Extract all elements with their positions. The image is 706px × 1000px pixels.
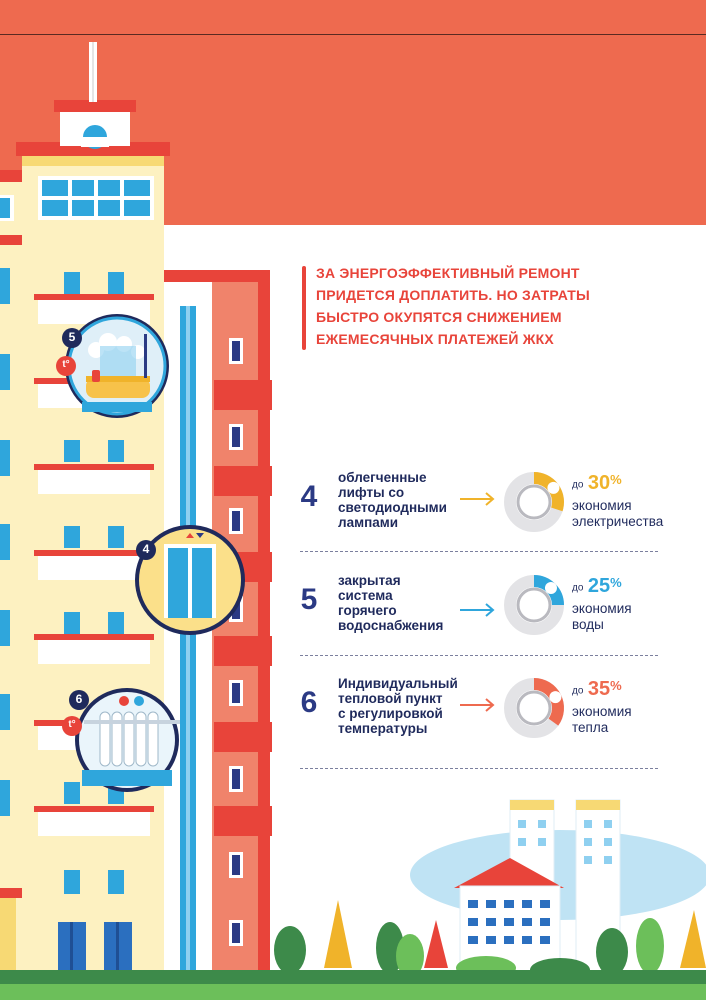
lightning-icon <box>547 481 560 494</box>
description-line: тепловой пункт <box>338 691 443 706</box>
description-line: светодиодными <box>338 500 447 515</box>
headline-line: ЕЖЕМЕСЯЧНЫХ ПЛАТЕЖЕЙ ЖКХ <box>316 331 554 347</box>
description-line: облегченные <box>338 470 427 485</box>
thermometer-icon <box>549 691 562 704</box>
arrow-right-icon <box>460 698 495 712</box>
savings-percent: до 25% <box>572 575 622 598</box>
item-number: 5 <box>300 583 318 616</box>
item-number: 6 <box>300 686 318 719</box>
savings-line: экономия <box>572 498 632 513</box>
description-line: горячего <box>338 603 397 618</box>
savings-line: тепла <box>572 720 609 735</box>
water-drop-icon <box>544 582 557 595</box>
savings-percent: до 30% <box>572 472 622 495</box>
donut-inner-ring <box>516 587 552 623</box>
row-divider <box>300 551 658 552</box>
savings-line: экономия <box>572 704 632 719</box>
description-line: с регулировкой <box>338 706 443 721</box>
row-divider <box>300 655 658 656</box>
percent-value: 35 <box>587 678 611 700</box>
savings-label: экономия воды <box>572 601 702 633</box>
savings-row-heating: 6 Индивидуальный тепловой пункт с регули… <box>296 676 696 766</box>
savings-donut <box>504 575 564 635</box>
headline-accent-bar <box>302 266 306 350</box>
item-description: облегченные лифты со светодиодными лампа… <box>338 470 468 530</box>
badge-elevator-number: 4 <box>142 542 150 556</box>
headline: ЗА ЭНЕРГОЭФФЕКТИВНЫЙ РЕМОНТ ПРИДЕТСЯ ДОП… <box>316 262 646 350</box>
savings-row-hot-water: 5 закрытая система горячего водоснабжени… <box>296 573 696 663</box>
savings-line: воды <box>572 617 604 632</box>
savings-percent: до 35% <box>572 678 622 701</box>
percent-value: 30 <box>587 472 611 494</box>
arrow-right-icon <box>460 492 495 506</box>
donut-inner-ring <box>516 690 552 726</box>
donut-inner-ring <box>516 484 552 520</box>
item-description: закрытая система горячего водоснабжения <box>338 573 468 633</box>
description-line: температуры <box>338 721 428 736</box>
savings-row-elevators: 4 облегченные лифты со светодиодными лам… <box>296 470 696 560</box>
arrow-right-icon <box>460 603 495 617</box>
badge-radiator-temp: t° <box>68 719 76 730</box>
item-description: Индивидуальный тепловой пункт с регулиро… <box>338 676 468 736</box>
badge-bath-number: 5 <box>68 330 76 344</box>
savings-label: экономия электричества <box>572 498 702 530</box>
savings-label: экономия тепла <box>572 704 702 736</box>
savings-line: электричества <box>572 514 664 529</box>
percent-prefix: до <box>572 582 584 594</box>
savings-donut <box>504 678 564 738</box>
badge-bath-temp: t° <box>62 359 70 370</box>
percent-sign: % <box>610 472 622 487</box>
percent-sign: % <box>610 575 622 590</box>
savings-donut <box>504 472 564 532</box>
badge-radiator-number: 6 <box>75 692 83 706</box>
description-line: закрытая <box>338 573 401 588</box>
top-rule <box>0 34 706 35</box>
description-line: лифты со <box>338 485 405 500</box>
headline-line: БЫСТРО ОКУПЯТСЯ СНИЖЕНИЕМ <box>316 309 562 325</box>
description-line: водоснабжения <box>338 618 444 633</box>
headline-line: ЗА ЭНЕРГОЭФФЕКТИВНЫЙ РЕМОНТ <box>316 265 580 281</box>
percent-prefix: до <box>572 479 584 491</box>
percent-prefix: до <box>572 685 584 697</box>
description-line: лампами <box>338 515 399 530</box>
item-number: 4 <box>300 480 318 513</box>
description-line: Индивидуальный <box>338 676 458 691</box>
description-line: система <box>338 588 393 603</box>
percent-value: 25 <box>587 575 611 597</box>
row-divider <box>300 768 658 769</box>
headline-line: ПРИДЕТСЯ ДОПЛАТИТЬ. НО ЗАТРАТЫ <box>316 287 590 303</box>
savings-line: экономия <box>572 601 632 616</box>
percent-sign: % <box>610 678 622 693</box>
